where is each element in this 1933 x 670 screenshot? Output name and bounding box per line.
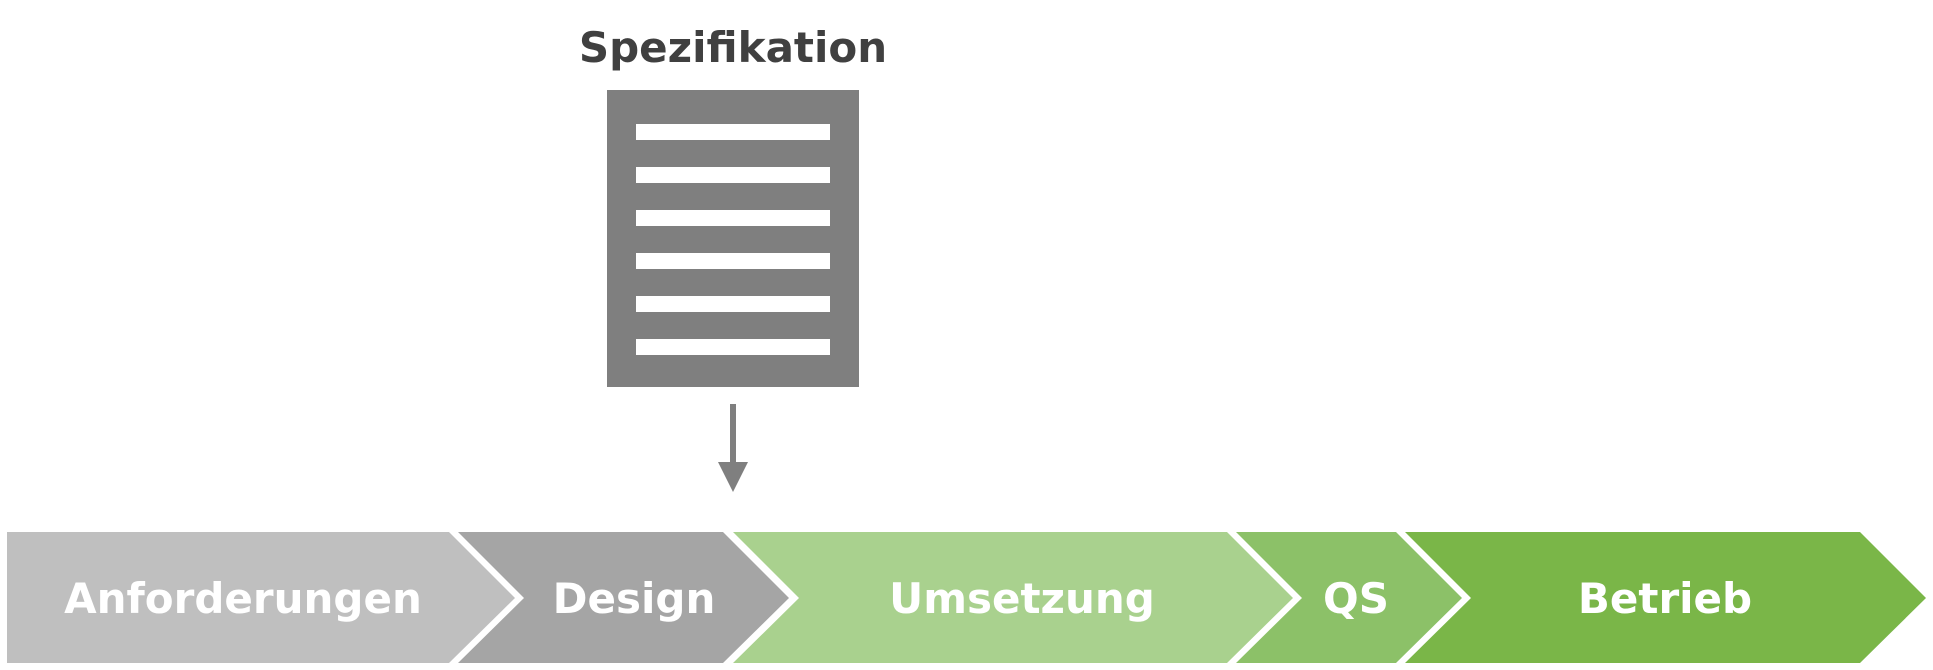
phase-shape-anforderungen <box>7 532 515 663</box>
document-line <box>636 339 830 355</box>
document-icon <box>607 90 859 387</box>
phase-shape-design <box>458 532 789 663</box>
phase-shape-betrieb <box>1405 532 1926 663</box>
phase-umsetzung: Umsetzung <box>733 532 1293 663</box>
document-lines <box>636 124 830 355</box>
phase-qs: QS <box>1236 532 1462 663</box>
specification-document: Spezifikation <box>579 23 887 387</box>
phase-design: Design <box>458 532 789 663</box>
phase-betrieb: Betrieb <box>1405 532 1926 663</box>
document-line <box>636 210 830 226</box>
document-line <box>636 296 830 312</box>
phase-shape-umsetzung <box>733 532 1293 663</box>
document-line <box>636 253 830 269</box>
phase-label-umsetzung: Umsetzung <box>889 574 1155 623</box>
phase-label-design: Design <box>553 574 716 623</box>
phase-shape-qs <box>1236 532 1462 663</box>
phase-label-qs: QS <box>1323 574 1389 623</box>
document-line <box>636 124 830 140</box>
document-title: Spezifikation <box>579 23 887 72</box>
arrow-head <box>718 462 748 492</box>
document-line <box>636 167 830 183</box>
phase-label-anforderungen: Anforderungen <box>64 574 422 623</box>
arrow-down-icon <box>718 404 748 492</box>
phase-anforderungen: Anforderungen <box>7 532 515 663</box>
phase-label-betrieb: Betrieb <box>1578 574 1752 623</box>
phase-bar: Anforderungen Design Umsetzung QS Betrie… <box>7 532 1926 663</box>
